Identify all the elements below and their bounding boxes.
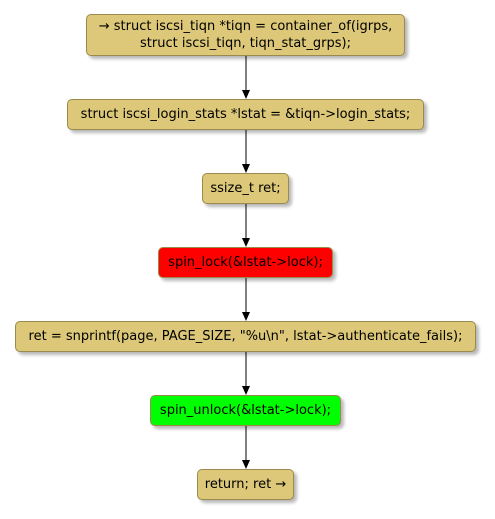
node-lstat-decl-text: struct iscsi_login_stats *lstat = &tiqn-… [80, 107, 411, 122]
node-lstat-decl: struct iscsi_login_stats *lstat = &tiqn-… [67, 99, 424, 130]
node-container-of: → struct iscsi_tiqn *tiqn = container_of… [86, 14, 405, 56]
edge-arrowhead [242, 238, 250, 247]
edge-arrow [242, 426, 250, 469]
edge-arrowhead [242, 312, 250, 321]
edge-arrow [242, 130, 250, 173]
node-container-of-line-2: struct iscsi_tiqn, tiqn_stat_grps); [140, 36, 351, 51]
edge-arrow [242, 352, 250, 395]
edge-arrow [242, 204, 250, 247]
edge-arrow [242, 56, 250, 99]
edge-arrow [242, 278, 250, 321]
node-ret-decl: ssize_t ret; [202, 173, 289, 204]
node-return: return; ret → [197, 469, 294, 500]
node-snprintf: ret = snprintf(page, PAGE_SIZE, "%u\n", … [15, 321, 476, 352]
node-snprintf-text: ret = snprintf(page, PAGE_SIZE, "%u\n", … [28, 329, 463, 344]
node-spin-lock: spin_lock(&lstat->lock); [158, 247, 333, 278]
node-spin-unlock: spin_unlock(&lstat->lock); [150, 395, 341, 426]
edge-arrowhead [242, 90, 250, 99]
node-spin-unlock-text: spin_unlock(&lstat->lock); [159, 403, 332, 418]
edge-arrowhead [242, 164, 250, 173]
node-return-text: return; ret → [204, 477, 287, 492]
node-spin-lock-text: spin_lock(&lstat->lock); [168, 255, 323, 270]
node-ret-decl-text: ssize_t ret; [210, 181, 281, 196]
edge-arrowhead [242, 460, 250, 469]
node-container-of-line-1: → struct iscsi_tiqn *tiqn = container_of… [98, 19, 393, 34]
edge-arrowhead [242, 386, 250, 395]
